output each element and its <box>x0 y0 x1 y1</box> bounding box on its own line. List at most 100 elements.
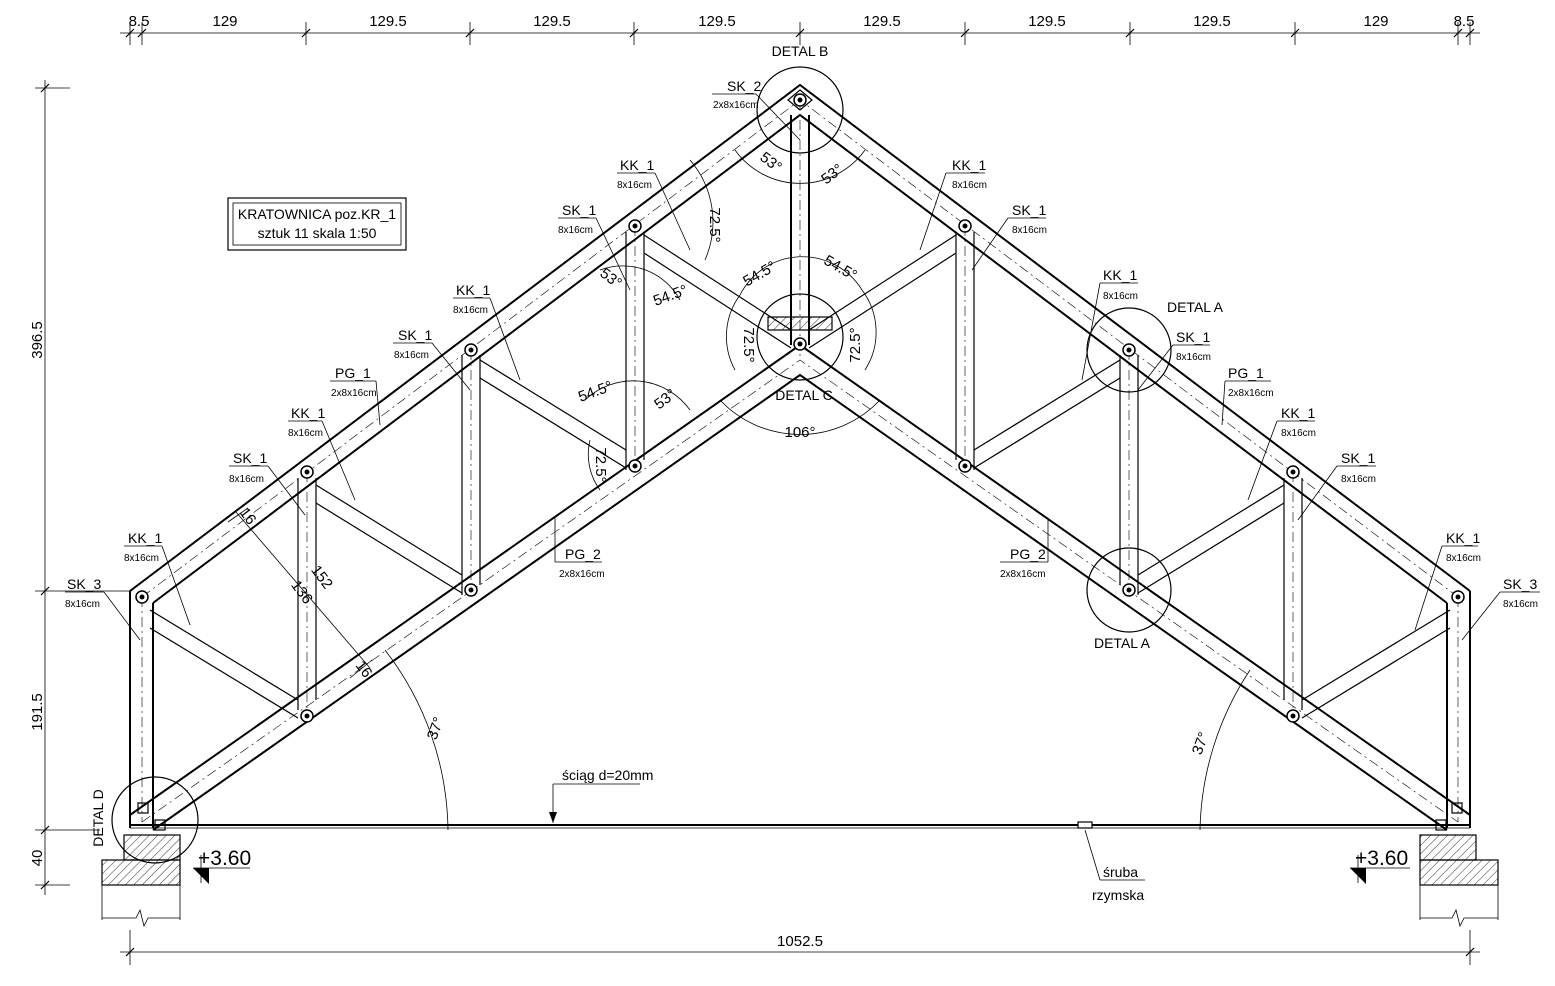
title-line-2: sztuk 11 skala 1:50 <box>258 225 377 241</box>
svg-text:SK_1: SK_1 <box>1341 450 1375 466</box>
svg-text:SK_1: SK_1 <box>562 202 596 218</box>
label-kk1-d: KK_1 8x16cm <box>124 530 191 626</box>
svg-text:PG_2: PG_2 <box>1010 546 1046 562</box>
dim-top-4: 129.5 <box>533 13 571 30</box>
detail-b-label: DETAL B <box>772 43 829 59</box>
svg-text:8x16cm: 8x16cm <box>1503 599 1538 610</box>
svg-text:KK_1: KK_1 <box>1103 267 1137 283</box>
dim-chord-depth-bottom: 16 <box>352 658 376 682</box>
svg-text:SK_2: SK_2 <box>727 78 761 94</box>
label-sk1-f: SK_1 8x16cm <box>1137 329 1211 391</box>
svg-text:2x8x16cm: 2x8x16cm <box>1228 388 1274 399</box>
svg-text:SK_1: SK_1 <box>1176 329 1210 345</box>
label-sk3-right: SK_3 8x16cm <box>1461 576 1540 641</box>
dim-top-10: 8.5 <box>1454 13 1475 30</box>
left-dimension-chain: 396.5 191.5 40 <box>29 80 130 895</box>
bottom-dimension: 1052.5 <box>120 930 1480 965</box>
label-pg2-left: PG_2 2x8x16cm <box>554 518 605 580</box>
svg-text:KK_1: KK_1 <box>291 405 325 421</box>
svg-text:2x8x16cm: 2x8x16cm <box>559 569 605 580</box>
svg-text:SK_1: SK_1 <box>398 327 432 343</box>
angle-low-72-5: 72.5° <box>592 447 609 482</box>
label-pg2-right: PG_2 2x8x16cm <box>1000 518 1049 580</box>
svg-text:KK_1: KK_1 <box>456 282 490 298</box>
detail-d-label: DETAL D <box>90 789 106 847</box>
label-kk1-b: KK_1 8x16cm <box>453 282 521 381</box>
svg-text:KK_1: KK_1 <box>620 157 654 173</box>
dim-top-7: 129.5 <box>1028 13 1066 30</box>
turnbuckle-label: śruba rzymska <box>1084 829 1145 903</box>
support-right <box>1419 834 1499 928</box>
angle-left-53: 53° <box>597 265 625 292</box>
dim-top-5: 129.5 <box>698 13 736 30</box>
angle-arcs <box>227 149 1251 831</box>
dim-top-1: 8.5 <box>129 13 150 30</box>
label-sk2: SK_2 2x8x16cm <box>712 78 801 141</box>
detail-circles: DETAL B DETAL C DETAL A DETAL A DETAL D <box>90 43 1224 864</box>
svg-text:ściąg d=20mm: ściąg d=20mm <box>562 767 653 783</box>
tie-rod <box>130 821 1470 829</box>
title-line-1: KRATOWNICA poz.KR_1 <box>238 206 396 222</box>
angle-apex-left: 53° <box>757 149 785 176</box>
dim-top-6: 129.5 <box>863 13 901 30</box>
label-kk1-f: KK_1 8x16cm <box>1081 267 1138 381</box>
angle-center-72-5-right: 72.5° <box>847 327 864 362</box>
angle-center-54-5-right: 54.5° <box>821 252 860 284</box>
svg-text:KK_1: KK_1 <box>1281 405 1315 421</box>
angle-labels: 53° 53° 72.5° 53° 54.5° 54.5° 54.5° 72.5… <box>236 149 1213 757</box>
label-sk1-e: SK_1 8x16cm <box>971 202 1047 271</box>
top-dimension-chain: 8.5 129 129.5 129.5 129.5 129.5 129.5 12… <box>120 13 1480 45</box>
angle-left-54-5: 54.5° <box>651 282 690 310</box>
dim-left-total: 396.5 <box>29 321 46 359</box>
label-sk3-left: SK_3 8x16cm <box>65 576 141 641</box>
dim-top-9: 129 <box>1363 13 1388 30</box>
svg-text:KK_1: KK_1 <box>128 530 162 546</box>
svg-text:PG_1: PG_1 <box>335 365 371 381</box>
svg-text:8x16cm: 8x16cm <box>124 553 159 564</box>
angle-diag-top: 72.5° <box>706 207 723 242</box>
svg-text:8x16cm: 8x16cm <box>394 350 429 361</box>
label-kk1-c: KK_1 8x16cm <box>288 405 356 501</box>
svg-text:8x16cm: 8x16cm <box>1103 291 1138 302</box>
label-sk1-c: SK_1 8x16cm <box>229 450 306 516</box>
svg-text:8x16cm: 8x16cm <box>1176 352 1211 363</box>
angle-low-53: 53° <box>651 386 679 413</box>
elevation-left: +3.60 <box>198 847 251 870</box>
angle-low-54-5: 54.5° <box>576 378 615 406</box>
svg-text:SK_3: SK_3 <box>1503 576 1537 592</box>
svg-text:8x16cm: 8x16cm <box>1012 225 1047 236</box>
svg-text:8x16cm: 8x16cm <box>65 599 100 610</box>
elevation-mark-right: +3.60 <box>1350 847 1410 884</box>
svg-text:8x16cm: 8x16cm <box>952 180 987 191</box>
svg-text:2x8x16cm: 2x8x16cm <box>713 100 759 111</box>
label-kk1-a: KK_1 8x16cm <box>617 157 691 251</box>
svg-text:SK_1: SK_1 <box>1012 202 1046 218</box>
dim-total-span: 1052.5 <box>777 933 823 950</box>
svg-text:8x16cm: 8x16cm <box>1446 553 1481 564</box>
angle-apex-right: 53° <box>818 161 846 188</box>
angle-base-left: 37° <box>424 715 448 742</box>
svg-text:SK_3: SK_3 <box>67 576 101 592</box>
angle-bottom-106: 106° <box>784 424 815 441</box>
angle-base-right: 37° <box>1189 730 1213 757</box>
svg-text:KK_1: KK_1 <box>952 157 986 173</box>
svg-text:PG_1: PG_1 <box>1228 365 1264 381</box>
svg-text:2x8x16cm: 2x8x16cm <box>331 388 377 399</box>
svg-text:KK_1: KK_1 <box>1446 530 1480 546</box>
svg-text:2x8x16cm: 2x8x16cm <box>1000 569 1046 580</box>
svg-text:śruba: śruba <box>1103 864 1138 880</box>
svg-text:SK_1: SK_1 <box>233 450 267 466</box>
support-left <box>101 834 181 928</box>
truss-members <box>129 83 1471 831</box>
svg-text:8x16cm: 8x16cm <box>229 474 264 485</box>
dim-inner-length: 136 <box>287 577 316 607</box>
label-pg1-right: PG_1 2x8x16cm <box>1221 365 1274 426</box>
svg-text:8x16cm: 8x16cm <box>558 225 593 236</box>
angle-center-54-5-left: 54.5° <box>740 258 779 290</box>
label-sk1-b: SK_1 8x16cm <box>393 327 471 391</box>
dim-top-8: 129.5 <box>1193 13 1231 30</box>
label-kk1-e: KK_1 8x16cm <box>919 157 987 251</box>
tie-rod-label: ściąg d=20mm <box>549 767 653 823</box>
dim-outer-length: 152 <box>307 562 336 592</box>
